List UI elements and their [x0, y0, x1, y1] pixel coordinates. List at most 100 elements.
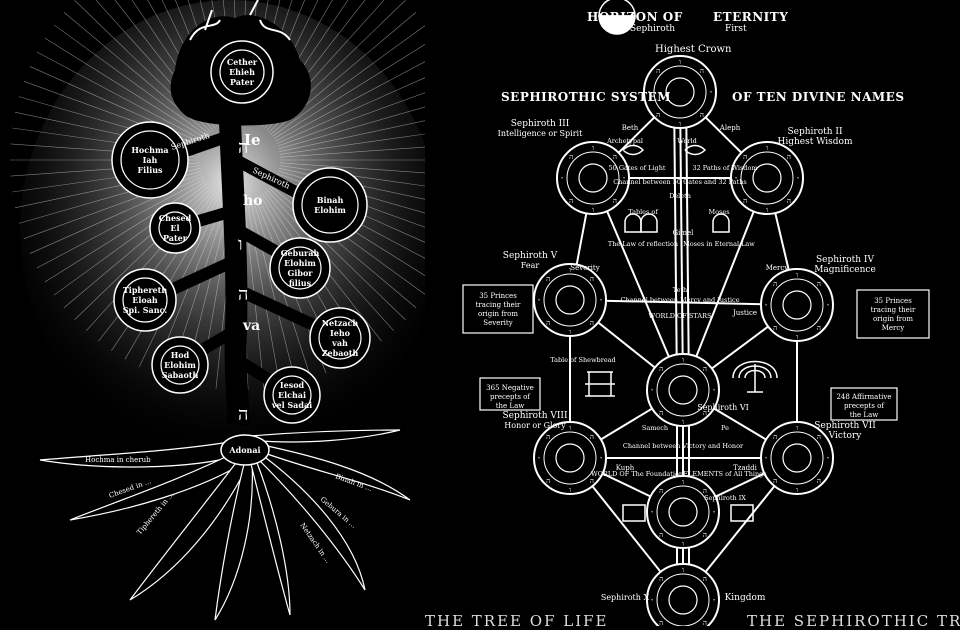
svg-text:ה: ה: [590, 275, 594, 283]
svg-text:ה: ה: [773, 433, 777, 441]
title-left: HORIZON OF: [587, 10, 683, 24]
svg-text:ה: ה: [659, 365, 663, 373]
svg-text:ו: ו: [766, 144, 768, 152]
svg-text:ה: ה: [546, 477, 550, 485]
disc-geburah-text-1: Elohim: [284, 258, 316, 268]
svg-text:י: י: [538, 455, 540, 463]
path-label-3: Severity: [570, 264, 599, 272]
left-box1-1: tracing their: [476, 301, 521, 309]
subtitle-first: First: [725, 24, 747, 34]
svg-text:י: י: [651, 597, 653, 605]
system-title-left: SEPHIROTHIC SYSTEM: [501, 90, 672, 104]
svg-text:ה: ה: [703, 531, 707, 539]
svg-text:י: י: [538, 297, 540, 305]
path-label-0: Beth: [622, 124, 639, 132]
svg-text:ה: ה: [238, 404, 248, 425]
svg-text:ה: ה: [703, 487, 707, 495]
svg-text:ה: ה: [659, 487, 663, 495]
svg-text:ו: ו: [796, 424, 798, 432]
center-label-14: Samech: [642, 424, 668, 432]
seph3-title: Sephiroth III: [511, 119, 570, 129]
center-label-16: Channel between Victory and Honor: [623, 442, 744, 450]
subtitle-sephiroth: Sephiroth: [630, 24, 676, 34]
svg-text:ו: ו: [238, 234, 243, 255]
svg-text:ה: ה: [787, 153, 791, 161]
tree-trunk: [219, 119, 250, 427]
svg-text:ה: ה: [613, 197, 617, 205]
disc-chesed-text-2: Pater: [163, 233, 188, 243]
title-eternity: ETERNITY: [713, 10, 788, 24]
left-box2-2: the Law: [496, 402, 525, 410]
seph7-sub: Victory: [828, 431, 863, 441]
center-label-2: 50 Gates of Light: [608, 164, 665, 172]
disc-binah-text-1: Elohim: [314, 205, 346, 215]
svg-text:ה: ה: [773, 477, 777, 485]
center-label-15: Pe: [721, 424, 729, 432]
disc-kether-text-1: Ehieh: [229, 67, 255, 77]
svg-text:ה: ה: [817, 324, 821, 332]
right-box2-0: 248 Affirmative: [836, 393, 891, 401]
svg-text:ה: ה: [700, 111, 704, 119]
disc-yesod-text-0: Iesod: [280, 380, 305, 390]
center-label-13: Table of Shewbread: [550, 356, 615, 364]
path-label-7: Tzaddi: [733, 464, 757, 472]
center-label-18: ELEMENTS of All Things: [683, 470, 766, 478]
seph8-title: Sephiroth VIII: [502, 411, 568, 421]
svg-text:י: י: [765, 302, 767, 310]
center-label-8: The Law of reflection: [608, 240, 678, 248]
right-box2-2: the Law: [850, 411, 879, 419]
svg-text:ו: ו: [569, 328, 571, 336]
svg-text:ו: ו: [569, 424, 571, 432]
system-title-right: OF TEN DIVINE NAMES: [732, 90, 905, 104]
svg-text:ה: ה: [656, 111, 660, 119]
disc-geburah-text-3: filius: [289, 278, 312, 288]
title-horizon: HORIZON OF: [587, 10, 683, 24]
seph7-title: Sephiroth VII: [814, 421, 876, 431]
svg-text:י: י: [623, 175, 625, 183]
seph10-title: Sephiroth X: [601, 593, 650, 602]
svg-text:ה: ה: [703, 575, 707, 583]
seph2-sub: Highest Wisdom: [777, 137, 852, 147]
center-label-10: Teth: [673, 286, 687, 294]
seph5-sub: Fear: [521, 261, 540, 270]
svg-text:ה: ה: [546, 433, 550, 441]
disc-malkuth-text: Adonai: [228, 445, 260, 455]
left-box1-2: origin from: [478, 310, 518, 318]
left-box1-0: 35 Princes: [479, 292, 517, 300]
svg-text:ה: ה: [817, 280, 821, 288]
center-label-9: Moses in Eternal Law: [683, 240, 755, 248]
disc-chokmah-text-1: Iah: [143, 155, 158, 165]
trunk-letter-2: ho: [243, 193, 263, 209]
seph2-title: Sephiroth II: [787, 127, 842, 137]
svg-text:ו: ו: [682, 540, 684, 548]
svg-text:ה: ה: [817, 477, 821, 485]
highest-crown-label: Highest Crown: [655, 44, 732, 55]
disc-kether-text-0: Cether: [227, 57, 258, 67]
disc-tiphereth-text-1: Eloah: [132, 295, 158, 305]
center-label-0: Archetypal: [606, 137, 643, 145]
svg-text:י: י: [600, 297, 602, 305]
left-box2-1: precepts of: [490, 393, 531, 401]
svg-text:ו: ו: [592, 144, 594, 152]
center-label-4: Channel between 50 Gates and 32 Paths: [613, 178, 747, 186]
disc-netzach-text-0: Netzach: [322, 318, 359, 328]
center-label-17: WORLD OF The Foundation: [591, 470, 683, 478]
disc-geburah-text-2: Gibor: [287, 268, 313, 278]
svg-text:ה: ה: [743, 197, 747, 205]
svg-text:ה: ה: [590, 477, 594, 485]
svg-text:ה: ה: [590, 319, 594, 327]
svg-text:ו: ו: [569, 266, 571, 274]
seph4-title: Sephiroth IV: [816, 255, 874, 265]
disc-netzach-text-1: Ieho: [330, 328, 351, 338]
disc-chesed-text-1: El: [170, 223, 179, 233]
svg-text:י: י: [765, 455, 767, 463]
